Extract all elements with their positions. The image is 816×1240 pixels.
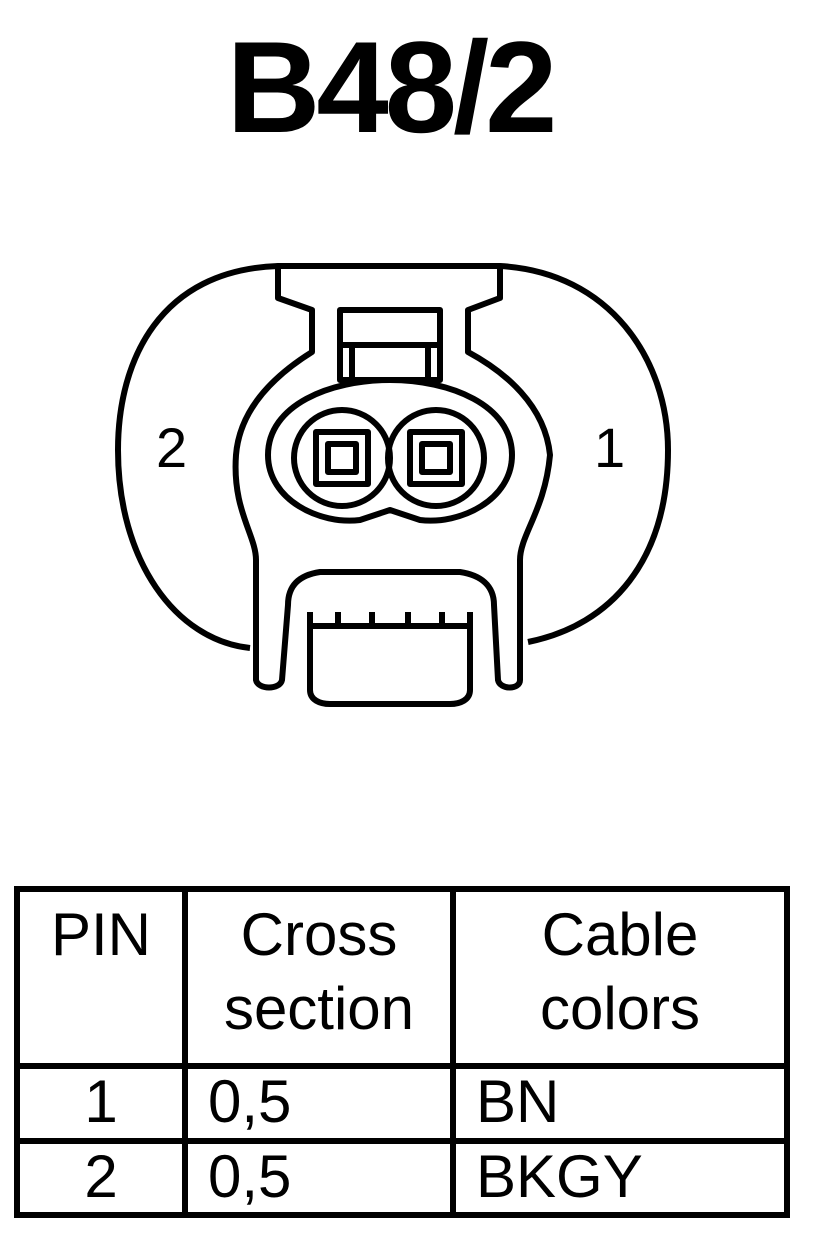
table-row: 2 0,5 BKGY bbox=[14, 1137, 790, 1219]
pin-2-terminal-outer bbox=[313, 429, 371, 487]
pin-cavity-outer bbox=[265, 377, 515, 524]
cell-cross-section: 0,5 bbox=[182, 1063, 456, 1144]
connector-diagram bbox=[115, 263, 671, 707]
cell-cross-section: 0,5 bbox=[182, 1137, 456, 1219]
header-pin: PIN bbox=[14, 885, 188, 1070]
connector-body bbox=[232, 263, 553, 691]
connector-housing-left bbox=[115, 263, 279, 651]
pin-2-cavity bbox=[291, 407, 393, 509]
cell-pin: 2 bbox=[14, 1137, 188, 1219]
connector-title: B48/2 bbox=[226, 14, 558, 160]
locking-tab bbox=[307, 612, 473, 707]
header-cable-colors: Cable colors bbox=[450, 885, 790, 1070]
cell-pin: 1 bbox=[14, 1063, 188, 1144]
pin-1-cavity bbox=[385, 407, 487, 509]
cell-cable-color: BKGY bbox=[450, 1137, 790, 1219]
table-row: 1 0,5 BN bbox=[14, 1063, 790, 1144]
pin-table: PIN Cross section Cable colors 1 0,5 BN … bbox=[14, 885, 790, 1219]
connector-housing-right bbox=[499, 263, 671, 645]
header-cross-section: Cross section bbox=[182, 885, 456, 1070]
cell-cable-color: BN bbox=[450, 1063, 790, 1144]
pin-label-left: 2 bbox=[156, 416, 188, 479]
pin-2-terminal-inner bbox=[325, 441, 359, 475]
pin-1-terminal-outer bbox=[407, 429, 465, 487]
pin-1-terminal-inner bbox=[419, 441, 453, 475]
pin-table-header: PIN Cross section Cable colors bbox=[14, 885, 790, 1070]
pin-label-right: 1 bbox=[594, 416, 626, 479]
